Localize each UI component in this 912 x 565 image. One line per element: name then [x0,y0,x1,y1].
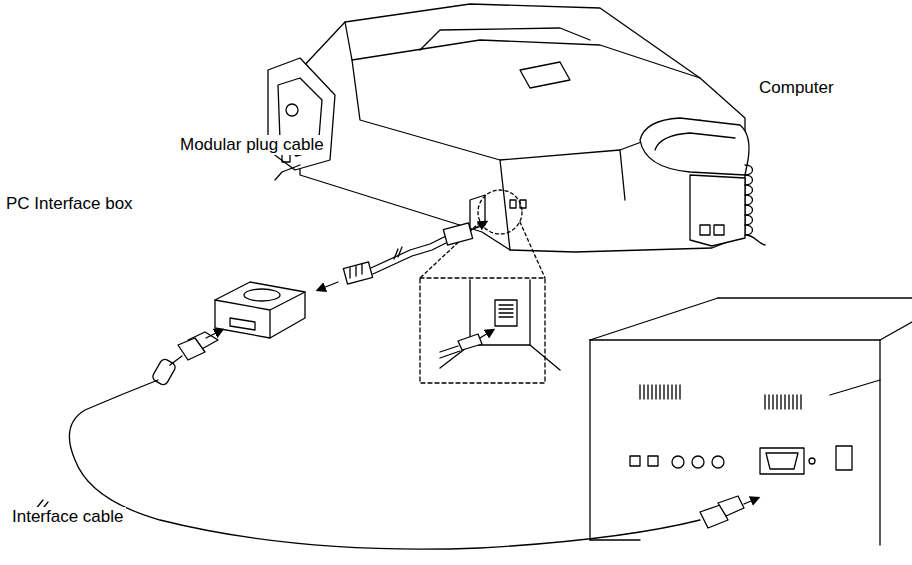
part-label: Interface cable [10,507,126,527]
computer [590,298,912,545]
part-label: Computer [757,78,836,98]
pc-interface-box [215,282,305,338]
fax-machine [268,4,765,278]
modular-plug-cable [318,222,486,290]
part-label: Modular plug cable [178,135,326,155]
jack-inset [420,278,560,383]
part-label: PC Interface box [4,194,135,214]
interface-cable [35,330,758,549]
